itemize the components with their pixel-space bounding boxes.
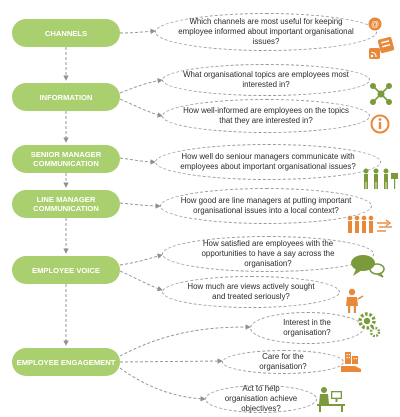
stage-senior-manager-communication: SENIOR MANAGER COMMUNICATION	[12, 145, 120, 173]
branch-arrow	[119, 98, 163, 118]
branch-arrow	[119, 367, 206, 402]
branch-arrow	[119, 253, 163, 266]
question-text: How well do seniour managers communicate…	[180, 152, 356, 171]
question-bubble: Interest in the organisation?	[250, 312, 364, 344]
question-text: How satisfied are employees with the opp…	[201, 239, 335, 268]
branch-arrow	[119, 78, 163, 94]
branch-arrow	[119, 157, 156, 165]
stage-employee-engagement: EMPLOYEE ENGAGEMENT	[12, 348, 120, 376]
question-text: How much are views actively sought and t…	[187, 282, 315, 301]
info-icon	[370, 114, 390, 134]
managers-presenting-icon	[363, 168, 398, 189]
branch-arrow	[119, 202, 161, 209]
question-bubble: How good are line managers at putting im…	[160, 188, 372, 224]
question-bubble: How much are views actively sought and t…	[162, 276, 340, 308]
question-bubble: What organisational topics are employees…	[162, 64, 370, 96]
stage-information: INFORMATION	[12, 83, 120, 111]
gears-icon	[358, 312, 381, 338]
question-text: Act to help organisation achieve objecti…	[224, 384, 298, 413]
media-channels-icon: @	[368, 17, 395, 59]
stage-employee-voice: EMPLOYEE VOICE	[12, 256, 120, 284]
question-text: Care for the organisation?	[259, 352, 307, 371]
question-bubble: How well do seniour managers communicate…	[155, 144, 381, 180]
caring-hand-icon	[341, 352, 361, 372]
stage-channels: CHANNELS	[12, 19, 120, 47]
stage-line-manager-communication: LINE MANAGER COMMUNICATION	[12, 190, 120, 218]
svg-text:@: @	[371, 20, 379, 29]
question-text: What organisational topics are employees…	[183, 70, 349, 89]
speech-bubbles-icon	[351, 255, 385, 278]
branch-arrow	[119, 324, 251, 357]
branch-arrow	[119, 358, 223, 364]
question-bubble: Care for the organisation?	[222, 350, 344, 374]
branch-arrow	[119, 270, 163, 292]
question-bubble: Which channels are most useful for keepi…	[155, 13, 377, 51]
question-bubble: How well-informed are employees on the t…	[162, 99, 370, 133]
question-text: How good are line managers at putting im…	[180, 196, 352, 215]
network-icon	[370, 83, 392, 105]
question-bubble: How satisfied are employees with the opp…	[162, 236, 374, 272]
question-text: How well-informed are employees on the t…	[183, 106, 349, 125]
team-briefing-icon	[347, 215, 392, 233]
speaker-icon	[346, 288, 364, 313]
question-text: Which channels are most useful for keepi…	[178, 17, 354, 46]
branch-arrow	[119, 28, 156, 34]
question-bubble: Act to help organisation achieve objecti…	[205, 384, 317, 413]
question-text: Interest in the organisation?	[283, 318, 331, 337]
desk-worker-icon	[317, 387, 345, 412]
